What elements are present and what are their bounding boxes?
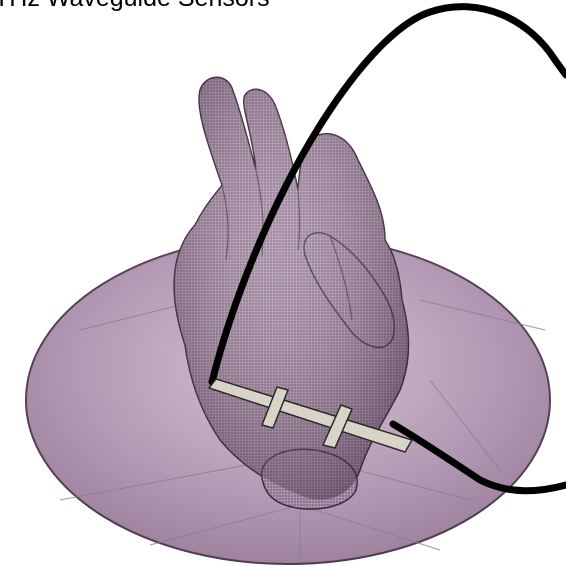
figure-canvas: THz Waveguide Sensors: [0, 0, 566, 566]
hand-waveguide-illustration: [0, 0, 566, 566]
